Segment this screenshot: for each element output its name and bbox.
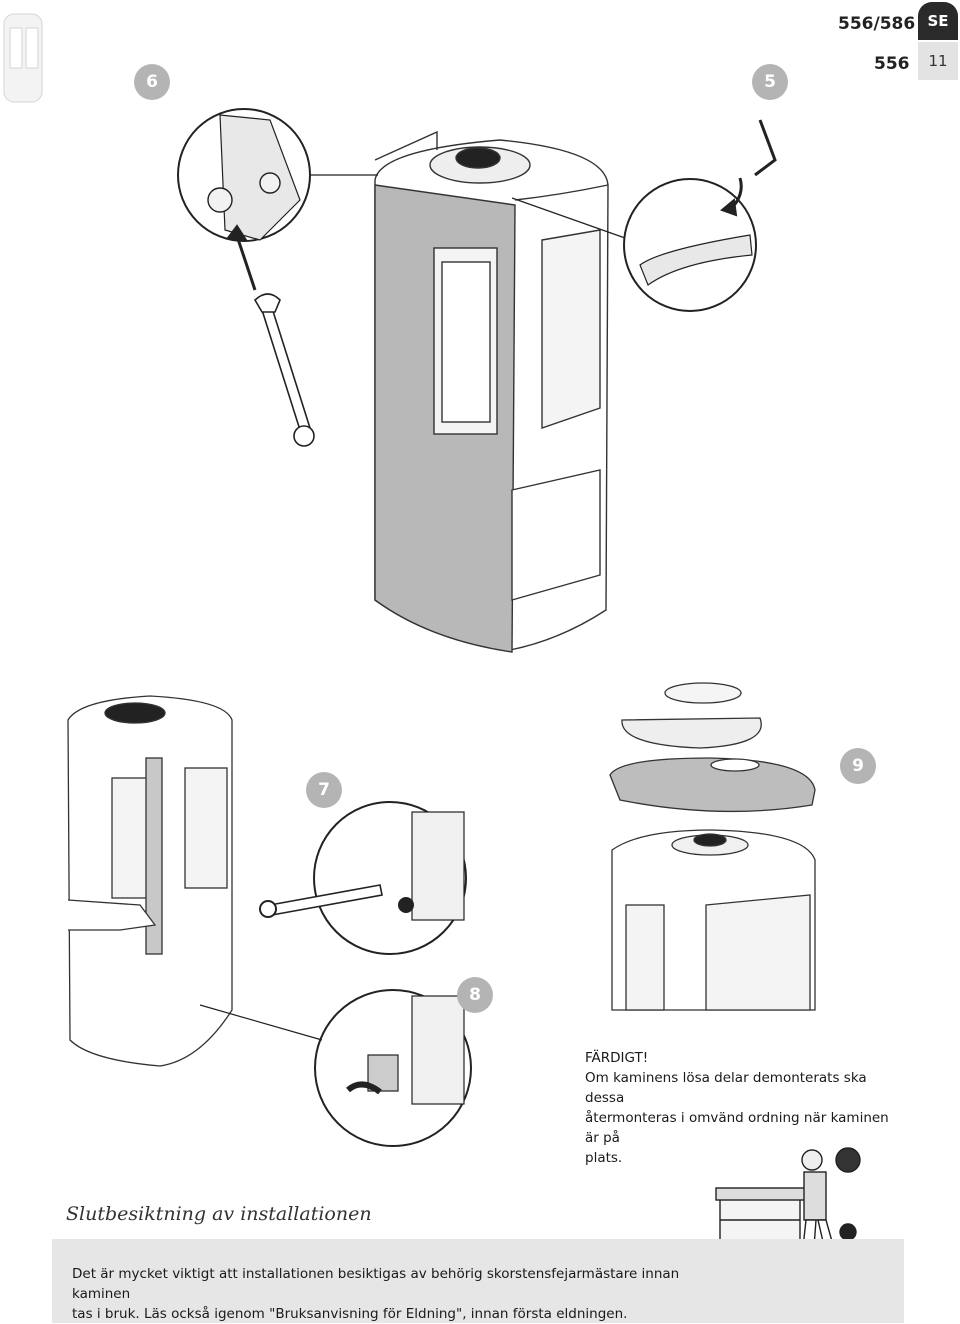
page-number: 11 xyxy=(918,42,958,80)
stove-main-illustration xyxy=(374,130,609,653)
info-text: Det är mycket viktigt att installationen… xyxy=(72,1264,692,1324)
step-8-badge: 8 xyxy=(457,977,493,1013)
wrench-adjust-circle xyxy=(259,801,467,955)
step-9-badge: 9 xyxy=(840,748,876,784)
info-box xyxy=(52,1239,904,1323)
model-number-bottom: 556 xyxy=(874,54,910,74)
info-line-2: tas i bruk. Läs också igenom "Bruksanvis… xyxy=(72,1306,628,1322)
done-line-2: återmonteras i omvänd ordning när kamine… xyxy=(585,1110,889,1146)
done-note: FÄRDIGT! Om kaminens lösa delar demonter… xyxy=(585,1048,905,1168)
done-heading: FÄRDIGT! xyxy=(585,1050,649,1066)
step-5-badge: 5 xyxy=(752,64,788,100)
stove-thumbnail xyxy=(3,13,43,103)
top-plate-exploded-illustration xyxy=(609,682,816,1011)
done-line-1: Om kaminens lösa delar demonterats ska d… xyxy=(585,1070,867,1106)
screw-detail-circle xyxy=(511,119,777,312)
language-tab: SE xyxy=(918,2,958,40)
adjust-foot-circle xyxy=(199,989,472,1147)
step-6-badge: 6 xyxy=(134,64,170,100)
step-7-badge: 7 xyxy=(306,772,342,808)
section-title: Slutbesiktning av installationen xyxy=(66,1203,372,1225)
done-line-3: plats. xyxy=(585,1150,623,1166)
model-number-top: 556/586 xyxy=(838,14,916,34)
info-line-1: Det är mycket viktigt att installationen… xyxy=(72,1266,680,1302)
wrench-illustration xyxy=(253,293,315,447)
stove-level-illustration xyxy=(67,695,233,1067)
bolt-detail-circle xyxy=(177,108,378,291)
